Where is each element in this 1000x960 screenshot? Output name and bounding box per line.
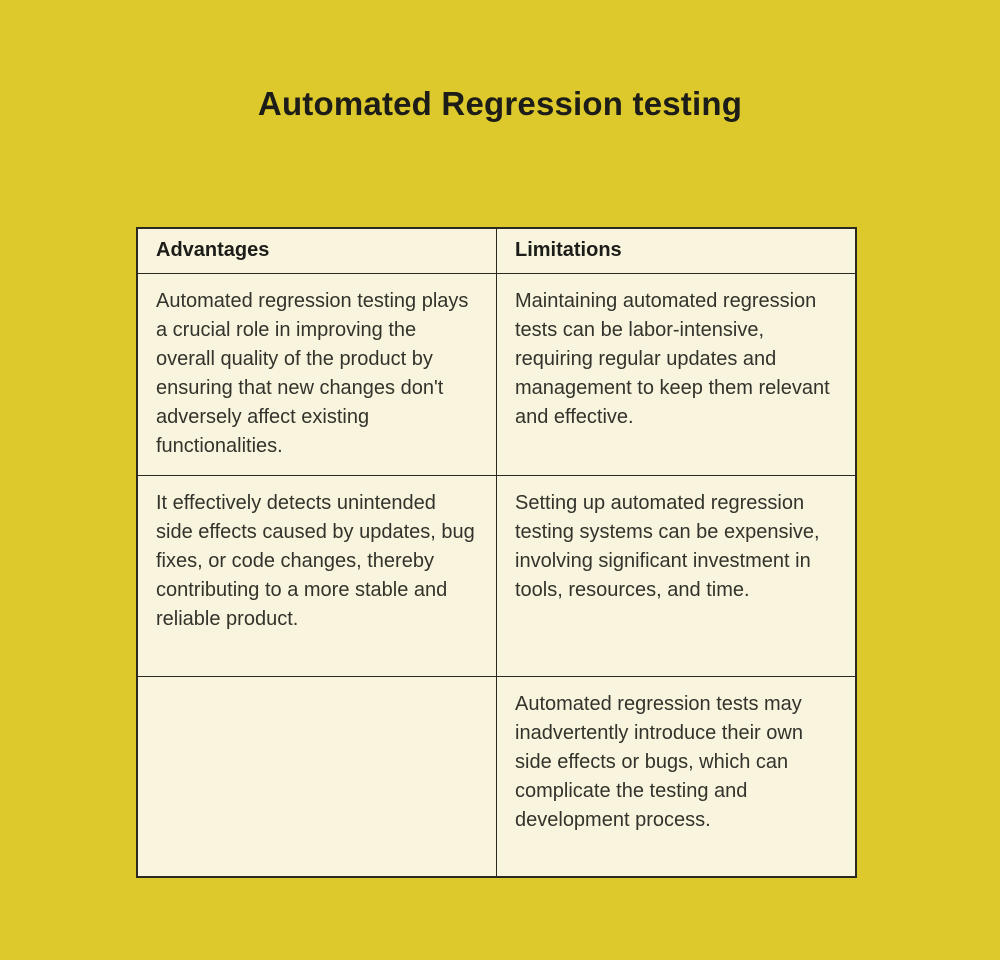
limitations-cell-3: Automated regression tests may inadverte…: [496, 675, 857, 878]
limitations-cell-1: Maintaining automated regression tests c…: [496, 272, 857, 476]
column-header-advantages: Advantages: [136, 227, 497, 274]
table-row: Automated regression tests may inadverte…: [136, 675, 857, 878]
advantages-cell-2: It effectively detects unintended side e…: [136, 474, 497, 677]
table-header-row: Advantages Limitations: [136, 227, 857, 274]
advantages-cell-1: Automated regression testing plays a cru…: [136, 272, 497, 476]
advantages-cell-3: [136, 675, 497, 878]
comparison-table: Advantages Limitations Automated regress…: [136, 227, 857, 878]
page-title: Automated Regression testing: [257, 85, 743, 122]
table-row: It effectively detects unintended side e…: [136, 474, 857, 677]
table-row: Automated regression testing plays a cru…: [136, 272, 857, 476]
limitations-cell-2: Setting up automated regression testing …: [496, 474, 857, 677]
column-header-limitations: Limitations: [496, 227, 857, 274]
